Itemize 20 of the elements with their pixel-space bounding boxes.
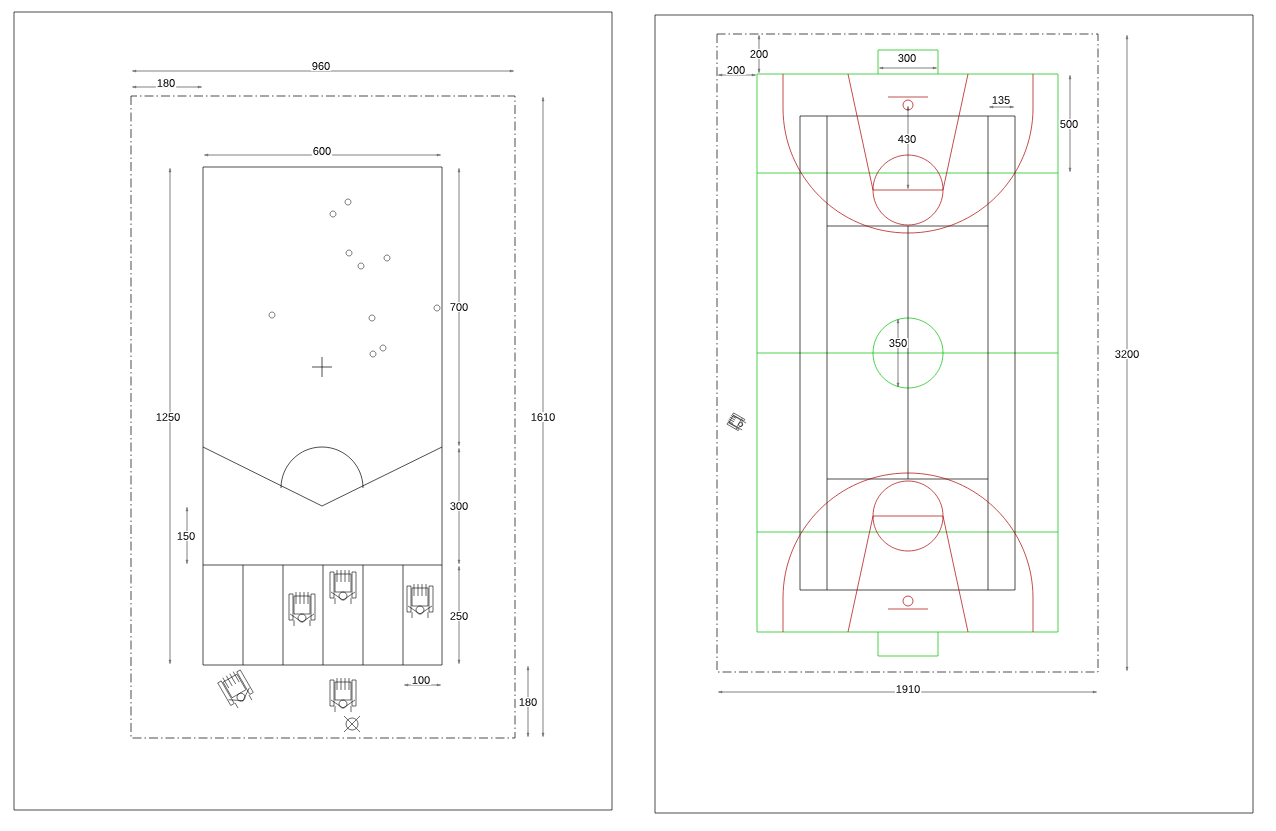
dimension-label: 250	[448, 611, 470, 621]
dimension-label: 600	[311, 146, 333, 156]
dimension-label: 150	[175, 531, 197, 541]
dimension-label: 960	[310, 61, 332, 71]
dimension-label: 1250	[154, 412, 182, 422]
dimension-label: 500	[1058, 119, 1080, 129]
dimension-label: 300	[448, 501, 470, 511]
dimension-label: 180	[517, 697, 539, 707]
dimension-label: 135	[990, 95, 1012, 105]
dimension-label: 1610	[529, 412, 557, 422]
dimension-label: 350	[887, 338, 909, 348]
dimension-label: 100	[410, 675, 432, 685]
dimension-label: 300	[896, 53, 918, 63]
dimension-label: 180	[155, 78, 177, 88]
dimension-label: 200	[748, 49, 770, 59]
dimension-label: 700	[448, 302, 470, 312]
dimension-label: 3200	[1113, 349, 1141, 359]
dimension-label: 200	[725, 65, 747, 75]
dimension-label: 1910	[894, 684, 922, 694]
dimension-label: 430	[896, 134, 918, 144]
